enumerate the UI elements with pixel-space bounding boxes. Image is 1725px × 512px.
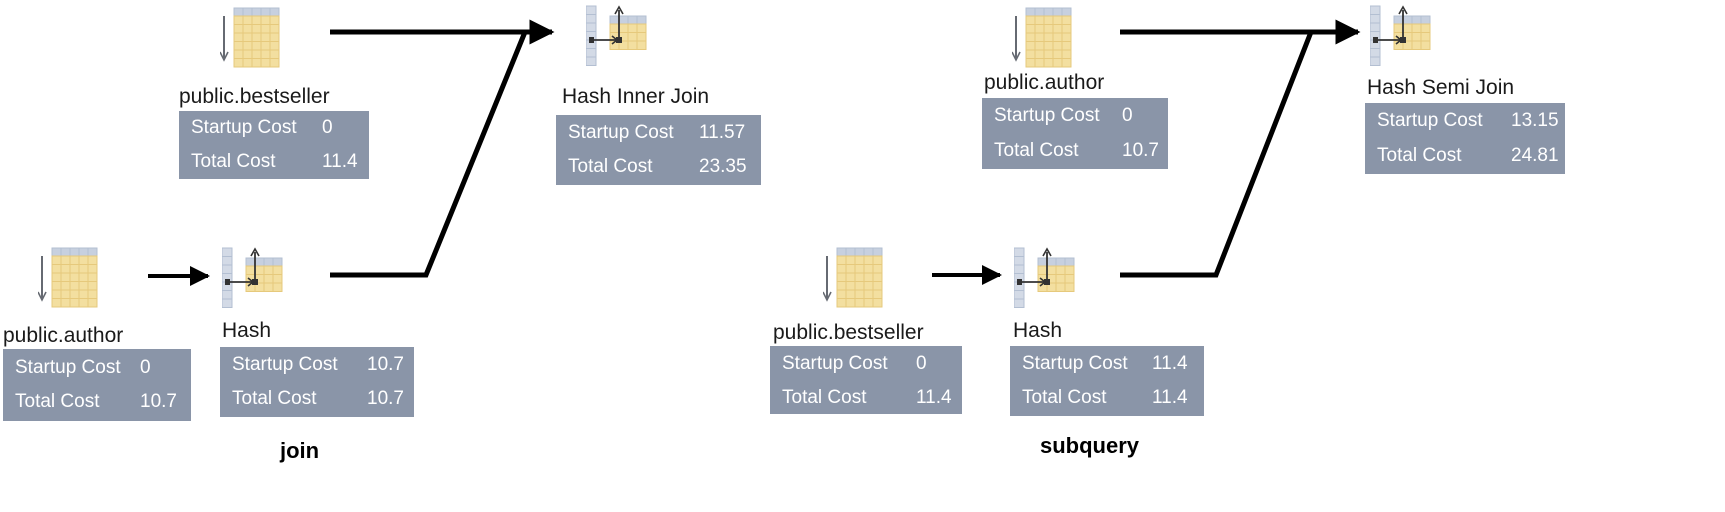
cost-box: Startup Cost 0 Total Cost 11.4 — [179, 111, 369, 179]
node-label: public.bestseller — [179, 85, 330, 108]
startup-cost-label: Startup Cost — [232, 354, 338, 375]
startup-cost-value: 0 — [140, 357, 151, 378]
startup-cost-value: 11.57 — [699, 122, 746, 143]
startup-cost-label: Startup Cost — [568, 122, 674, 143]
cost-box: Startup Cost 0 Total Cost 10.7 — [982, 98, 1168, 169]
total-cost-label: Total Cost — [782, 387, 867, 408]
panel-caption-join: join — [280, 438, 320, 463]
hash-join-icon — [585, 4, 648, 75]
startup-cost-value: 0 — [1122, 105, 1133, 126]
table-scan-icon — [1011, 4, 1072, 75]
edge-hash-to-semi-join — [1120, 31, 1314, 278]
startup-cost-label: Startup Cost — [191, 117, 297, 138]
panel-caption-subquery: subquery — [1040, 433, 1140, 458]
table-scan-icon — [37, 244, 98, 315]
total-cost-value: 10.7 — [367, 388, 404, 409]
total-cost-value: 10.7 — [1122, 140, 1159, 161]
startup-cost-label: Startup Cost — [1377, 110, 1483, 131]
startup-cost-value: 0 — [322, 117, 333, 138]
node-label: public.author — [984, 71, 1105, 94]
total-cost-label: Total Cost — [568, 156, 653, 177]
table-scan-icon — [822, 244, 883, 315]
cost-box: Startup Cost 0 Total Cost 11.4 — [770, 346, 962, 414]
total-cost-value: 24.81 — [1511, 145, 1559, 166]
node-label: public.author — [3, 324, 124, 347]
total-cost-value: 11.4 — [916, 387, 952, 408]
total-cost-label: Total Cost — [15, 391, 100, 412]
total-cost-value: 10.7 — [140, 391, 177, 412]
node-label: Hash Inner Join — [562, 85, 710, 108]
node-label: Hash — [1013, 319, 1063, 342]
startup-cost-label: Startup Cost — [15, 357, 121, 378]
startup-cost-label: Startup Cost — [994, 105, 1100, 126]
startup-cost-value: 13.15 — [1511, 110, 1559, 131]
hash-join-icon — [1369, 4, 1432, 75]
startup-cost-value: 0 — [916, 353, 927, 374]
edge-hash-to-join — [330, 31, 528, 278]
node-label: Hash Semi Join — [1367, 76, 1515, 99]
total-cost-label: Total Cost — [1377, 145, 1462, 166]
table-scan-icon — [219, 4, 280, 75]
node-label: public.bestseller — [773, 321, 924, 344]
startup-cost-label: Startup Cost — [1022, 353, 1128, 374]
total-cost-label: Total Cost — [191, 151, 276, 172]
node-label: Hash — [222, 319, 272, 342]
total-cost-value: 23.35 — [699, 156, 747, 177]
hash-icon — [221, 246, 284, 317]
startup-cost-label: Startup Cost — [782, 353, 888, 374]
startup-cost-value: 10.7 — [367, 354, 404, 375]
startup-cost-value: 11.4 — [1152, 353, 1188, 374]
total-cost-label: Total Cost — [1022, 387, 1107, 408]
total-cost-label: Total Cost — [994, 140, 1079, 161]
cost-box: Startup Cost 0 Total Cost 10.7 — [3, 349, 191, 421]
cost-box: Startup Cost 10.7 Total Cost 10.7 — [220, 347, 414, 417]
total-cost-value: 11.4 — [1152, 387, 1188, 408]
cost-box: Startup Cost 13.15 Total Cost 24.81 — [1365, 103, 1565, 174]
total-cost-value: 11.4 — [322, 151, 358, 172]
cost-box: Startup Cost 11.57 Total Cost 23.35 — [556, 115, 761, 185]
hash-icon — [1013, 246, 1076, 317]
cost-box: Startup Cost 11.4 Total Cost 11.4 — [1010, 346, 1204, 416]
total-cost-label: Total Cost — [232, 388, 317, 409]
